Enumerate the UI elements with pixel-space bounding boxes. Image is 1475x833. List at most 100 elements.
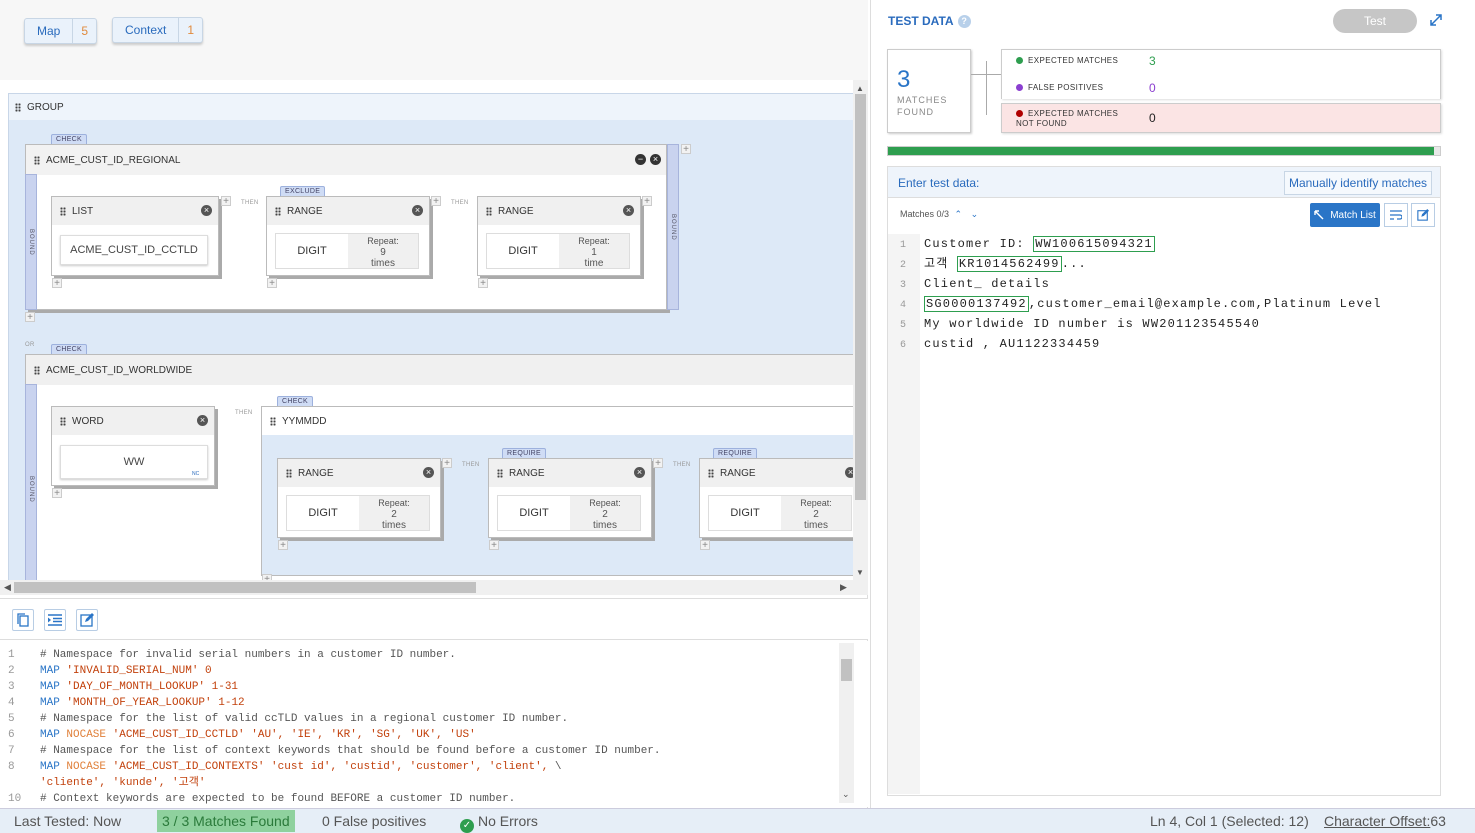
- close-icon[interactable]: ×: [412, 205, 423, 216]
- add-after-icon[interactable]: +: [653, 458, 663, 469]
- group-block[interactable]: GROUP CHECK ACME_CUST_ID_REGIONAL − × BO…: [8, 93, 865, 594]
- match-list-button[interactable]: Match List: [1310, 203, 1380, 227]
- close-icon[interactable]: ×: [650, 154, 661, 165]
- add-after-icon[interactable]: +: [681, 144, 691, 155]
- add-after-icon[interactable]: +: [442, 458, 452, 469]
- format-button[interactable]: [44, 609, 66, 631]
- add-after-icon[interactable]: +: [642, 196, 652, 207]
- chevron-down-icon[interactable]: ⌄: [970, 209, 979, 219]
- tab-map[interactable]: Map 5: [24, 18, 98, 44]
- scroll-thumb[interactable]: [841, 659, 852, 681]
- drag-handle-icon[interactable]: [275, 206, 281, 216]
- range-header[interactable]: RANGE×: [478, 197, 640, 225]
- drag-handle-icon[interactable]: [15, 102, 21, 112]
- code-line[interactable]: 7# Namespace for the list of context key…: [0, 743, 840, 759]
- add-below-icon[interactable]: +: [700, 540, 710, 551]
- close-icon[interactable]: ×: [845, 467, 856, 478]
- canvas-horizontal-scrollbar[interactable]: ◀ ▶: [0, 580, 868, 595]
- range-header[interactable]: RANGE×: [700, 459, 862, 487]
- code-line[interactable]: 'cliente', 'kunde', '고객': [0, 775, 840, 791]
- code-line[interactable]: 1# Namespace for invalid serial numbers …: [0, 647, 840, 663]
- chevron-up-icon[interactable]: ⌃: [954, 209, 963, 219]
- word-value[interactable]: WW: [60, 445, 208, 479]
- drag-handle-icon[interactable]: [497, 468, 503, 478]
- word-header[interactable]: WORD×: [52, 407, 214, 435]
- code-line[interactable]: 10# Context keywords are expected to be …: [0, 791, 840, 807]
- help-icon[interactable]: ?: [957, 15, 971, 29]
- add-below-icon[interactable]: +: [278, 540, 288, 551]
- drag-handle-icon[interactable]: [34, 365, 40, 375]
- edit-button[interactable]: [76, 609, 98, 631]
- scroll-down-icon[interactable]: ⌄: [842, 789, 850, 799]
- match-highlight[interactable]: WW100615094321: [1033, 236, 1155, 252]
- scroll-down-icon[interactable]: ▼: [856, 568, 864, 577]
- collapse-icon[interactable]: −: [635, 154, 646, 165]
- test-button[interactable]: Test: [1333, 9, 1417, 33]
- rule-worldwide-header[interactable]: ACME_CUST_ID_WORLDWIDE: [26, 355, 864, 385]
- rule-regional-header[interactable]: ACME_CUST_ID_REGIONAL − ×: [26, 145, 666, 175]
- drag-handle-icon[interactable]: [286, 468, 292, 478]
- scroll-thumb[interactable]: [855, 94, 866, 500]
- drag-handle-icon[interactable]: [60, 206, 66, 216]
- range-header[interactable]: RANGE×: [267, 197, 429, 225]
- add-below-icon[interactable]: +: [478, 278, 488, 289]
- scroll-left-icon[interactable]: ◀: [4, 582, 11, 592]
- copy-button[interactable]: [12, 609, 34, 631]
- canvas-vertical-scrollbar[interactable]: ▲ ▼: [853, 80, 868, 580]
- code-editor[interactable]: 1# Namespace for invalid serial numbers …: [0, 641, 868, 807]
- matches-found-badge[interactable]: 3 / 3 Matches Found: [157, 810, 295, 832]
- close-icon[interactable]: ×: [423, 467, 434, 478]
- add-below-icon[interactable]: +: [25, 312, 35, 323]
- wrap-button[interactable]: [1384, 203, 1408, 227]
- add-below-icon[interactable]: +: [52, 278, 62, 289]
- add-below-icon[interactable]: +: [267, 278, 277, 289]
- close-icon[interactable]: ×: [634, 467, 645, 478]
- drag-handle-icon[interactable]: [270, 416, 276, 426]
- close-icon[interactable]: ×: [197, 415, 208, 426]
- list-value[interactable]: ACME_CUST_ID_CCTLD: [60, 235, 208, 265]
- tab-context[interactable]: Context 1: [112, 17, 204, 43]
- group-header[interactable]: GROUP: [9, 94, 855, 120]
- add-after-icon[interactable]: +: [221, 196, 231, 207]
- close-icon[interactable]: ×: [201, 205, 212, 216]
- drag-handle-icon[interactable]: [34, 155, 40, 165]
- manually-identify-button[interactable]: Manually identify matches: [1284, 171, 1432, 195]
- scroll-right-icon[interactable]: ▶: [840, 582, 847, 592]
- range-header[interactable]: RANGE×: [489, 459, 651, 487]
- add-below-icon[interactable]: +: [489, 540, 499, 551]
- code-scrollbar[interactable]: ⌄: [839, 643, 854, 803]
- list-block[interactable]: LIST× ACME_CUST_ID_CCTLD: [51, 196, 219, 276]
- errors-status[interactable]: ✓No Errors: [460, 813, 538, 833]
- word-block[interactable]: WORD× WW NC: [51, 406, 215, 486]
- match-highlight[interactable]: SG0000137492: [924, 296, 1029, 312]
- expand-icon[interactable]: [1430, 14, 1442, 26]
- list-header[interactable]: LIST×: [52, 197, 218, 225]
- edit-test-button[interactable]: [1411, 203, 1435, 227]
- add-below-icon[interactable]: +: [52, 488, 62, 499]
- drag-handle-icon[interactable]: [60, 416, 66, 426]
- range-header[interactable]: RANGE×: [278, 459, 440, 487]
- character-offset[interactable]: Character Offset:63: [1324, 813, 1446, 829]
- add-after-icon[interactable]: +: [431, 196, 441, 207]
- scroll-up-icon[interactable]: ▲: [856, 84, 864, 93]
- scroll-thumb[interactable]: [14, 582, 476, 593]
- false-positives-status[interactable]: 0 False positives: [322, 813, 427, 829]
